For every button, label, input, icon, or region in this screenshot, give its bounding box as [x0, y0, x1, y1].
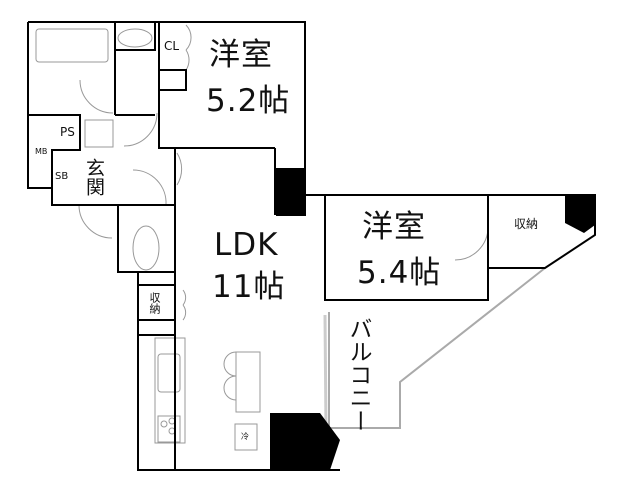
counter-icon	[154, 337, 186, 444]
room-name-western-1: 洋室	[209, 37, 273, 73]
room-size-ldk: 11帖	[212, 269, 286, 305]
room-name-entrance: 玄関	[83, 158, 105, 196]
room-name-balcony: バルコニー	[345, 317, 371, 432]
label-closet: CL	[164, 39, 180, 53]
washing-machine-icon	[84, 119, 114, 148]
door-swing-icon	[176, 152, 183, 186]
storage-door-icon	[182, 289, 187, 321]
door-swing-icon	[79, 79, 114, 114]
bathtub-icon	[35, 28, 109, 63]
door-swing-icon	[78, 204, 113, 239]
washbasin-icon	[117, 28, 153, 48]
label-pipe-space: PS	[60, 125, 75, 139]
stove-icon	[157, 415, 181, 443]
sink-icon	[157, 353, 181, 393]
door-swing-icon	[454, 226, 489, 261]
pillar	[565, 196, 595, 233]
door-swing-icon	[123, 112, 158, 147]
room-size-western-1: 5.2帖	[206, 83, 291, 119]
cabinet-door-icon	[223, 351, 237, 401]
room-name-storage-right: 収納	[514, 217, 539, 231]
room-size-western-2: 5.4帖	[357, 255, 442, 291]
label-shoe-box: SB	[55, 171, 69, 182]
room-name-western-2: 洋室	[362, 209, 426, 245]
pillar	[276, 168, 306, 216]
door-swing-icon	[132, 169, 167, 206]
toilet-icon	[132, 225, 160, 271]
label-meter-box: MB	[35, 147, 48, 156]
label-fridge: 冷	[241, 432, 249, 441]
room-name-storage-left: 収納	[148, 292, 161, 314]
fridge-space	[234, 423, 258, 451]
room-name-ldk: LDK	[214, 227, 279, 263]
pillar	[270, 413, 340, 470]
